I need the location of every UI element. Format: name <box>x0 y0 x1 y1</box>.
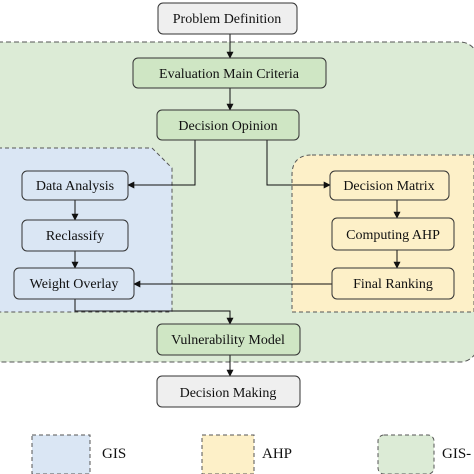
legend-gis-ahp-label: GIS- <box>442 446 471 462</box>
legend-ahp-swatch <box>201 434 255 474</box>
evaluation-main-criteria-label: Evaluation Main Criteria <box>159 67 300 82</box>
node-weight-overlay: Weight Overlay <box>13 267 135 300</box>
reclassify-label: Reclassify <box>46 229 104 244</box>
node-decision-making: Decision Making <box>156 375 301 408</box>
node-decision-matrix: Decision Matrix <box>329 170 450 201</box>
node-data-analysis: Data Analysis <box>21 170 129 201</box>
vulnerability-model-label: Vulnerability Model <box>171 333 285 348</box>
node-vulnerability-model: Vulnerability Model <box>156 323 301 356</box>
node-final-ranking: Final Ranking <box>331 267 455 300</box>
decision-matrix-label: Decision Matrix <box>343 179 434 194</box>
arrow-weight-overlay-to-vulnerability <box>74 299 234 325</box>
connectors <box>71 34 401 377</box>
arrow-opinion-to-data-analysis <box>127 140 196 189</box>
problem-definition-label: Problem Definition <box>173 12 282 27</box>
decision-opinion-label: Decision Opinion <box>178 119 277 134</box>
node-computing-ahp: Computing AHP <box>331 217 455 251</box>
node-evaluation-main-criteria: Evaluation Main Criteria <box>132 57 327 89</box>
legend-gis-ahp-swatch <box>377 434 435 474</box>
legend-gis-swatch <box>31 434 91 474</box>
node-decision-opinion: Decision Opinion <box>156 109 300 141</box>
final-ranking-label: Final Ranking <box>353 277 433 292</box>
decision-making-label: Decision Making <box>180 386 277 401</box>
legend: GIS AHP GIS- <box>31 434 471 474</box>
computing-ahp-label: Computing AHP <box>346 228 440 243</box>
legend-ahp-label: AHP <box>262 446 292 462</box>
weight-overlay-label: Weight Overlay <box>30 277 119 292</box>
arrow-opinion-to-decision-matrix <box>266 140 331 189</box>
legend-gis-label: GIS <box>102 446 126 462</box>
data-analysis-label: Data Analysis <box>36 179 114 194</box>
node-reclassify: Reclassify <box>21 219 129 252</box>
node-problem-definition: Problem Definition <box>157 2 298 35</box>
